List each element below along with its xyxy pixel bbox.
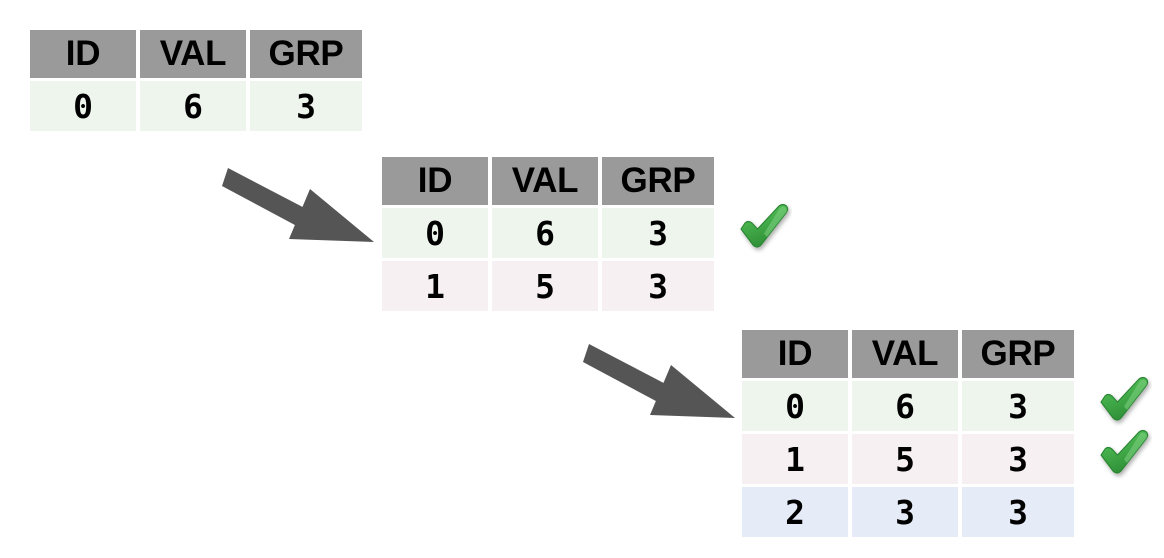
column-header-val: VAL [492,157,598,205]
column-header-id: ID [30,30,136,78]
table-header-row: ID VAL GRP [382,157,714,205]
cell-val: 6 [852,381,958,431]
cell-id: 0 [382,208,488,258]
table-row: 0 6 3 [382,208,714,258]
column-header-grp: GRP [602,157,714,205]
cell-grp: 3 [602,261,714,311]
column-header-id: ID [382,157,488,205]
cell-grp: 3 [250,81,362,131]
cell-grp: 3 [962,434,1074,484]
table-row: 2 3 3 [742,487,1074,537]
check-mark-icon [736,202,792,254]
stage-2-table: ID VAL GRP 0 6 3 1 5 3 [382,157,714,311]
column-header-id: ID [742,330,848,378]
cell-val: 5 [852,434,958,484]
table-row: 1 5 3 [742,434,1074,484]
cell-val: 6 [492,208,598,258]
table-row: 1 5 3 [382,261,714,311]
table-header-row: ID VAL GRP [742,330,1074,378]
cell-id: 0 [30,81,136,131]
cell-id: 1 [382,261,488,311]
cell-id: 2 [742,487,848,537]
arrow-down-right-icon [583,336,743,421]
column-header-grp: GRP [962,330,1074,378]
cell-id: 0 [742,381,848,431]
column-header-val: VAL [852,330,958,378]
stage-3-table: ID VAL GRP 0 6 3 1 5 3 2 3 3 [742,330,1074,537]
table-row: 0 6 3 [742,381,1074,431]
check-mark-icon [1096,375,1152,427]
column-header-val: VAL [140,30,246,78]
column-header-grp: GRP [250,30,362,78]
cell-grp: 3 [962,381,1074,431]
table-row: 0 6 3 [30,81,362,131]
check-mark-icon [1096,428,1152,480]
cell-grp: 3 [602,208,714,258]
cell-val: 5 [492,261,598,311]
cell-grp: 3 [962,487,1074,537]
cell-val: 6 [140,81,246,131]
stage-1-table: ID VAL GRP 0 6 3 [30,30,362,131]
arrow-down-right-icon [222,160,382,245]
cell-id: 1 [742,434,848,484]
table-header-row: ID VAL GRP [30,30,362,78]
cell-val: 3 [852,487,958,537]
